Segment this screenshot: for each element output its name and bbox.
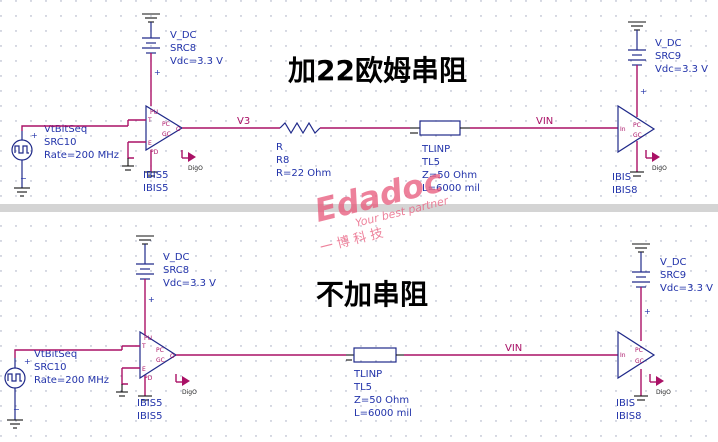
top-net-v3-label: V3 <box>237 116 250 127</box>
top-net-vin-label: VIN <box>536 116 553 127</box>
bottom-source-name: VtBitSeq <box>34 349 77 360</box>
svg-text:DigO: DigO <box>182 389 197 396</box>
bottom-vdc-left[interactable]: + V_DC SRC8 Vdc=3.3 V <box>136 235 216 326</box>
bottom-driver-ibis[interactable]: PU T E PD PC GC O IBIS5 IBIS5 <box>40 326 178 422</box>
svg-text:DigO: DigO <box>188 165 203 172</box>
bottom-tline-length: L=6000 mil <box>354 408 412 419</box>
top-resistor-r8[interactable]: R R8 R=22 Ohm <box>276 121 410 179</box>
bottom-source-id: SRC10 <box>34 362 67 373</box>
top-driver-id: IBIS5 <box>143 183 168 194</box>
svg-text:DigO: DigO <box>652 165 667 172</box>
bottom-tline-tl5[interactable]: TLINP TL5 Z=50 Ohm L=6000 mil <box>346 347 412 419</box>
bottom-driver-label: IBIS5 <box>137 398 162 409</box>
top-resistor-id: R8 <box>276 155 289 166</box>
svg-text:GC: GC <box>162 131 171 138</box>
svg-text:DigO: DigO <box>656 389 671 396</box>
bottom-receiver-ibis[interactable]: In PC GC IBIS IBIS8 <box>616 330 656 422</box>
bottom-tline-id: TL5 <box>353 382 372 393</box>
bottom-bitseq-source[interactable]: + − VtBitSeq SRC10 Rate=200 MHz <box>4 349 109 429</box>
top-vdc-right-name: V_DC <box>655 38 682 49</box>
svg-text:−: − <box>20 174 27 183</box>
bottom-vdc-left-name: V_DC <box>163 252 190 263</box>
svg-text:PC: PC <box>635 347 643 354</box>
svg-text:−: − <box>13 405 20 414</box>
bottom-tline-type: TLINP <box>353 369 382 380</box>
top-digo-right[interactable]: DigO <box>645 150 667 172</box>
top-vdc-right-value: Vdc=3.3 V <box>655 64 708 75</box>
svg-text:GC: GC <box>633 132 642 139</box>
bottom-source-rate: Rate=200 MHz <box>34 375 109 386</box>
top-vdc-right-id: SRC9 <box>655 51 681 62</box>
top-source-name: VtBitSeq <box>44 124 87 135</box>
svg-text:E: E <box>148 140 152 147</box>
svg-text:+: + <box>644 307 651 316</box>
svg-text:PC: PC <box>162 121 170 128</box>
bottom-tline-impedance: Z=50 Ohm <box>354 395 409 406</box>
svg-text:+: + <box>148 295 155 304</box>
top-vdc-left-value: Vdc=3.3 V <box>170 56 223 67</box>
svg-text:PU: PU <box>150 109 158 116</box>
bottom-digo-left[interactable]: DigO <box>175 374 197 396</box>
bottom-driver-id: IBIS5 <box>137 411 162 422</box>
top-vdc-left-id: SRC8 <box>170 43 196 54</box>
top-vdc-left-name: V_DC <box>170 30 197 41</box>
top-title: 加22欧姆串阻 <box>288 54 467 87</box>
top-bitseq-source[interactable]: + − VtBitSeq SRC10 Rate=200 MHz <box>11 124 119 197</box>
top-source-rate: Rate=200 MHz <box>44 150 119 161</box>
bottom-vdc-right[interactable]: + V_DC SRC9 Vdc=3.3 V <box>632 243 713 332</box>
top-tline-length: L=6000 mil <box>422 183 480 194</box>
top-receiver-label: IBIS <box>612 172 631 183</box>
svg-text:+: + <box>154 68 161 77</box>
bottom-panel <box>0 212 718 442</box>
top-source-id: SRC10 <box>44 137 77 148</box>
top-driver-label: IBIS5 <box>143 170 168 181</box>
top-panel <box>0 0 718 204</box>
svg-text:+: + <box>640 87 647 96</box>
svg-text:In: In <box>620 126 626 133</box>
svg-text:In: In <box>620 352 626 359</box>
bottom-vdc-right-name: V_DC <box>660 257 687 268</box>
top-resistor-value: R=22 Ohm <box>276 168 331 179</box>
svg-text:PD: PD <box>150 149 159 156</box>
bottom-vdc-right-id: SRC9 <box>660 270 686 281</box>
top-driver-ibis[interactable]: PU T E PD PC GC O IBIS5 IBIS5 <box>40 100 184 194</box>
svg-text:GC: GC <box>156 357 165 364</box>
svg-text:O: O <box>176 126 181 133</box>
bottom-vdc-right-value: Vdc=3.3 V <box>660 283 713 294</box>
top-resistor-type: R <box>276 142 283 153</box>
top-schematic: 加22欧姆串阻 + − VtBitSeq SRC10 Rate=200 MHz <box>11 13 708 197</box>
svg-text:PC: PC <box>156 347 164 354</box>
top-receiver-ibis[interactable]: In PC GC IBIS IBIS8 <box>612 104 656 196</box>
bottom-schematic: 不加串阻 + − VtBitSeq SRC10 Rate=200 MHz <box>4 235 713 429</box>
top-tline-id: TL5 <box>421 157 440 168</box>
svg-text:PU: PU <box>144 335 152 342</box>
bottom-net-vin-label: VIN <box>505 343 522 354</box>
top-vdc-right[interactable]: + V_DC SRC9 Vdc=3.3 V <box>628 21 708 104</box>
bottom-receiver-id: IBIS8 <box>616 411 641 422</box>
top-digo-left[interactable]: DigO <box>181 150 203 172</box>
panel-divider <box>0 204 718 212</box>
svg-text:+: + <box>24 357 31 366</box>
top-tline-tl5[interactable]: TLINP TL5 Z=50 Ohm L=6000 mil <box>410 120 480 194</box>
top-receiver-id: IBIS8 <box>612 185 637 196</box>
top-vdc-left[interactable]: + V_DC SRC8 Vdc=3.3 V <box>142 13 223 100</box>
top-tline-type: TLINP <box>421 144 450 155</box>
svg-text:E: E <box>142 366 146 373</box>
bottom-vdc-left-id: SRC8 <box>163 265 189 276</box>
bottom-title: 不加串阻 <box>316 278 428 311</box>
svg-text:PD: PD <box>144 375 153 382</box>
bottom-digo-right[interactable]: DigO <box>649 374 671 396</box>
svg-text:T: T <box>147 117 152 124</box>
svg-text:+: + <box>31 131 38 140</box>
bottom-vdc-left-value: Vdc=3.3 V <box>163 278 216 289</box>
bottom-receiver-label: IBIS <box>616 398 635 409</box>
svg-text:T: T <box>141 343 146 350</box>
svg-text:PC: PC <box>633 122 641 129</box>
top-tline-impedance: Z=50 Ohm <box>422 170 477 181</box>
svg-text:O: O <box>170 353 175 360</box>
svg-text:GC: GC <box>635 358 644 365</box>
